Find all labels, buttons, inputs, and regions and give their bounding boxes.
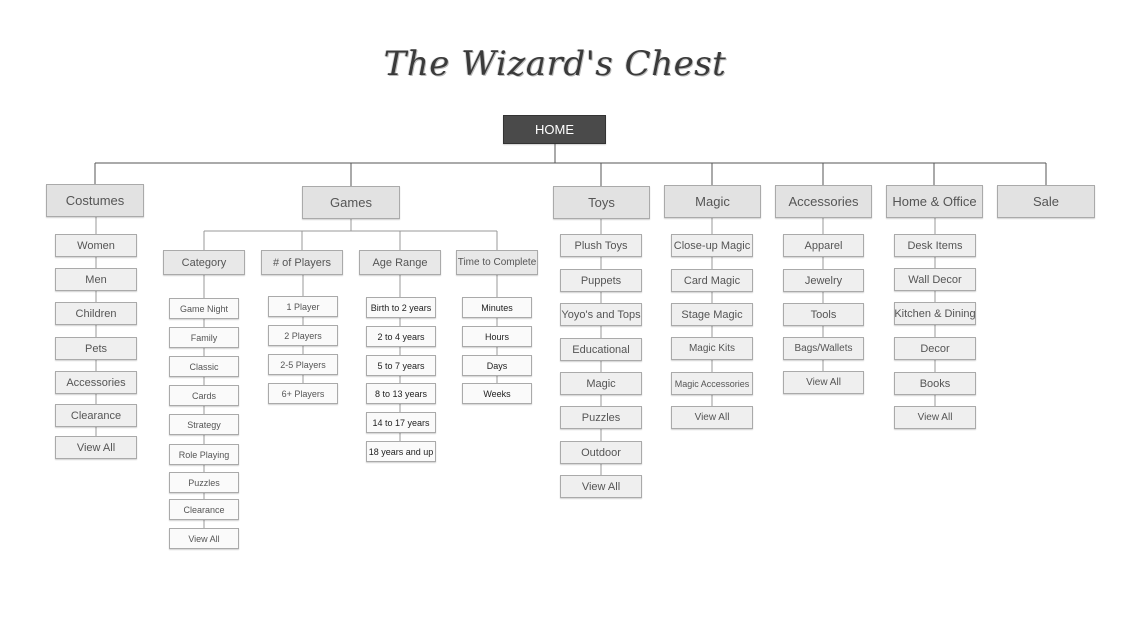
toys-item[interactable]: Educational <box>560 338 642 361</box>
magic-item[interactable]: Magic Kits <box>671 337 753 360</box>
games-players-item[interactable]: 2-5 Players <box>268 354 338 375</box>
toys-node[interactable]: Toys <box>553 186 650 219</box>
magic-item[interactable]: Card Magic <box>671 269 753 292</box>
games-players-item[interactable]: 1 Player <box>268 296 338 317</box>
accessories-item-view-all[interactable]: View All <box>783 371 864 394</box>
magic-item[interactable]: Close-up Magic <box>671 234 753 257</box>
games-category-item[interactable]: Cards <box>169 385 239 406</box>
home-office-item[interactable]: Books <box>894 372 976 395</box>
games-category-item[interactable]: Family <box>169 327 239 348</box>
games-group-players[interactable]: # of Players <box>261 250 343 275</box>
costumes-item-men[interactable]: Men <box>55 268 137 291</box>
magic-node[interactable]: Magic <box>664 185 761 218</box>
toys-item[interactable]: Puzzles <box>560 406 642 429</box>
accessories-item[interactable]: Bags/Wallets <box>783 337 864 360</box>
accessories-item[interactable]: Tools <box>783 303 864 326</box>
games-category-item[interactable]: Clearance <box>169 499 239 520</box>
toys-item-view-all[interactable]: View All <box>560 475 642 498</box>
games-category-item[interactable]: Role Playing <box>169 444 239 465</box>
games-players-item[interactable]: 6+ Players <box>268 383 338 404</box>
magic-item[interactable]: Magic Accessories <box>671 372 753 395</box>
costumes-item-view-all[interactable]: View All <box>55 436 137 459</box>
accessories-node[interactable]: Accessories <box>775 185 872 218</box>
games-time-item[interactable]: Minutes <box>462 297 532 318</box>
magic-item[interactable]: Stage Magic <box>671 303 753 326</box>
games-group-age-range[interactable]: Age Range <box>359 250 441 275</box>
games-category-item[interactable]: Game Night <box>169 298 239 319</box>
costumes-node[interactable]: Costumes <box>46 184 144 217</box>
games-time-item[interactable]: Hours <box>462 326 532 347</box>
games-category-item[interactable]: Strategy <box>169 414 239 435</box>
games-group-time[interactable]: Time to Complete <box>456 250 538 275</box>
games-age-item[interactable]: Birth to 2 years <box>366 297 436 318</box>
toys-item[interactable]: Outdoor <box>560 441 642 464</box>
home-office-item[interactable]: Decor <box>894 337 976 360</box>
accessories-item[interactable]: Jewelry <box>783 269 864 292</box>
home-node[interactable]: HOME <box>503 115 606 144</box>
games-category-item[interactable]: Puzzles <box>169 472 239 493</box>
home-office-item-view-all[interactable]: View All <box>894 406 976 429</box>
home-office-item[interactable]: Wall Decor <box>894 268 976 291</box>
costumes-item-accessories[interactable]: Accessories <box>55 371 137 394</box>
games-age-item[interactable]: 8 to 13 years <box>366 383 436 404</box>
costumes-item-pets[interactable]: Pets <box>55 337 137 360</box>
games-category-item[interactable]: Classic <box>169 356 239 377</box>
games-age-item[interactable]: 5 to 7 years <box>366 355 436 376</box>
costumes-item-clearance[interactable]: Clearance <box>55 404 137 427</box>
toys-item[interactable]: Yoyo's and Tops <box>560 303 642 326</box>
costumes-item-women[interactable]: Women <box>55 234 137 257</box>
games-age-item[interactable]: 14 to 17 years <box>366 412 436 433</box>
magic-item-view-all[interactable]: View All <box>671 406 753 429</box>
games-category-view-all[interactable]: View All <box>169 528 239 549</box>
toys-item[interactable]: Magic <box>560 372 642 395</box>
toys-item[interactable]: Puppets <box>560 269 642 292</box>
games-age-item[interactable]: 18 years and up <box>366 441 436 462</box>
games-node[interactable]: Games <box>302 186 400 219</box>
accessories-item[interactable]: Apparel <box>783 234 864 257</box>
games-time-item[interactable]: Weeks <box>462 383 532 404</box>
home-office-item[interactable]: Kitchen & Dining <box>894 302 976 325</box>
site-logo: The Wizard's Chest <box>383 44 727 84</box>
home-office-item[interactable]: Desk Items <box>894 234 976 257</box>
toys-item[interactable]: Plush Toys <box>560 234 642 257</box>
games-players-item[interactable]: 2 Players <box>268 325 338 346</box>
costumes-item-children[interactable]: Children <box>55 302 137 325</box>
home-office-node[interactable]: Home & Office <box>886 185 983 218</box>
sale-node[interactable]: Sale <box>997 185 1095 218</box>
games-age-item[interactable]: 2 to 4 years <box>366 326 436 347</box>
games-group-category[interactable]: Category <box>163 250 245 275</box>
games-time-item[interactable]: Days <box>462 355 532 376</box>
